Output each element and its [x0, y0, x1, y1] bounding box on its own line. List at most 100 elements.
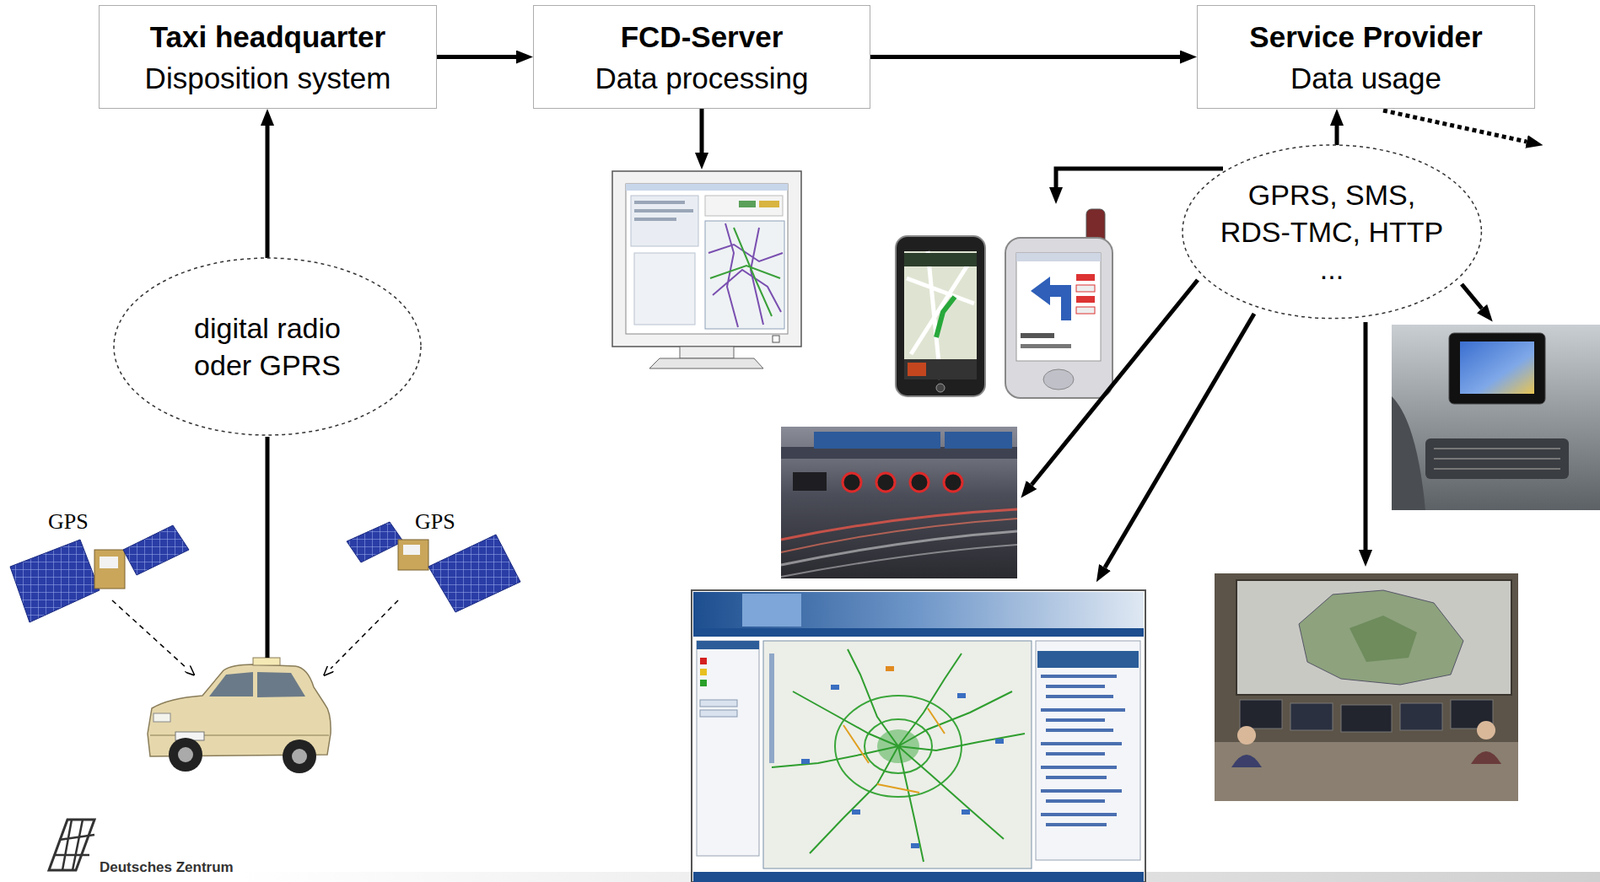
pda-illustration-part: [1020, 344, 1072, 349]
web-map-screenshot-part: [1040, 742, 1122, 746]
highway-photo-part: [792, 472, 827, 491]
web-map-screenshot-part: [1037, 651, 1139, 669]
process-box: Taxi headquarterDisposition system: [98, 5, 437, 109]
web-map-screenshot-part: [843, 708, 945, 793]
smartphone-illustration-part: [904, 253, 977, 267]
smartphone-illustration-part: [895, 236, 986, 397]
highway-photo: [781, 426, 1018, 579]
logo-text: Deutsches Zentrum: [99, 859, 234, 877]
taxi-illustration-part: [282, 739, 317, 774]
highway-photo-part: [813, 431, 941, 449]
highway-photo-part: [781, 447, 1018, 459]
monitor-illustration-part: [710, 227, 781, 317]
pda-illustration-part: [1076, 274, 1095, 281]
taxi-illustration: [147, 657, 331, 774]
control-room-photo: [1214, 573, 1519, 802]
satellite-illustration-part: [123, 525, 189, 576]
monitor-illustration-part: [612, 171, 802, 347]
car-dashboard-photo-part: [1449, 333, 1546, 405]
dlr-logo: [48, 819, 95, 871]
monitor-illustration-part: [759, 200, 780, 208]
web-map-screenshot-part: [742, 593, 802, 627]
ellipse-text: GPRS, SMS, RDS-TMC, HTTP: [1213, 176, 1450, 251]
web-map-screenshot: [691, 590, 1146, 882]
server-to-monitor-arrow: [700, 108, 705, 153]
web-map-screenshot-part: [1045, 728, 1114, 733]
monitor-illustration-part: [738, 200, 756, 208]
highway-photo-part: [842, 473, 862, 492]
monitor-illustration: [612, 171, 802, 369]
gps-signal-arrow: [330, 600, 399, 669]
channel-ellipse: digital radio oder GPRS: [112, 256, 423, 437]
satellite-illustration: [10, 525, 189, 623]
monitor-illustration-part: [772, 335, 780, 343]
gps-label: GPS: [48, 509, 89, 535]
web-map-screenshot-part: [700, 700, 738, 707]
highway-photo-part: [876, 473, 895, 492]
smartphone-illustration-part: [904, 359, 977, 380]
web-map-screenshot-part: [693, 872, 1144, 882]
web-map-screenshot-part: [995, 738, 1004, 744]
pda-illustration-part: [1016, 253, 1101, 262]
flow-arrow: [870, 54, 1180, 60]
satellite-illustration-part: [403, 544, 421, 555]
web-map-screenshot-part: [961, 809, 970, 815]
smartphone-illustration: [895, 236, 986, 397]
web-map-screenshot-part: [693, 592, 1144, 629]
web-map-screenshot-part: [700, 668, 707, 676]
web-map-screenshot-part: [1040, 674, 1117, 679]
pda-illustration-part: [1076, 296, 1095, 303]
box-text: Disposition system: [145, 57, 392, 99]
web-map-screenshot-part: [910, 843, 920, 849]
pda-illustration-part: [1005, 237, 1113, 399]
monitor-illustration-part: [634, 209, 694, 213]
web-map-screenshot-part: [957, 693, 966, 699]
monitor-illustration-part: [625, 183, 788, 335]
web-map-screenshot-part: [769, 653, 775, 764]
pda-illustration-part: [1076, 307, 1095, 314]
web-map-screenshot-part: [763, 641, 1032, 869]
control-room-photo-part: [1400, 703, 1443, 731]
footer-band: [236, 872, 1600, 882]
web-map-screenshot-part: [691, 590, 1146, 882]
control-room-photo-part: [1231, 754, 1262, 768]
flow-arrow: [265, 125, 270, 259]
web-map-screenshot-part: [693, 628, 1144, 637]
taxi-illustration-part: [291, 748, 308, 765]
channel-ellipse: GPRS, SMS, RDS-TMC, HTTP...: [1180, 143, 1483, 321]
monitor-illustration-part: [634, 200, 685, 205]
process-box: Service ProviderData usage: [1196, 5, 1536, 109]
ellipse-text: digital radio oder GPRS: [174, 309, 361, 384]
web-map-screenshot-part: [700, 679, 707, 687]
satellite-illustration: [346, 522, 521, 613]
control-room-photo-part: [1290, 703, 1333, 731]
web-map-screenshot-part: [801, 759, 810, 765]
web-map-screenshot-part: [1040, 813, 1117, 817]
control-room-photo-part: [1237, 726, 1256, 745]
distribution-arrow: [1055, 168, 1223, 188]
web-map-screenshot-part: [700, 710, 738, 717]
monitor-illustration-part: [630, 195, 699, 247]
web-map-screenshot-part: [771, 649, 1025, 862]
pda-illustration-part: [1043, 369, 1074, 390]
web-map-screenshot-part: [1045, 684, 1105, 689]
pda-illustration-part: [1030, 276, 1072, 321]
taxi-illustration-part: [257, 672, 306, 698]
smartphone-illustration-part: [904, 251, 977, 380]
control-room-photo-part: [1349, 615, 1417, 663]
box-text: Data processing: [595, 57, 809, 99]
monitor-illustration-part: [625, 183, 788, 191]
web-map-screenshot-part: [885, 666, 895, 672]
highway-photo-part: [781, 426, 1018, 579]
highway-photo-part: [781, 544, 1018, 577]
car-dashboard-photo-part: [1391, 396, 1426, 511]
monitor-illustration-part: [705, 195, 783, 216]
uplink-line: [265, 436, 270, 658]
monitor-illustration-part: [708, 223, 783, 328]
control-room-photo-part: [1239, 700, 1283, 729]
satellite-illustration-part: [346, 522, 404, 563]
web-map-screenshot-part: [1045, 718, 1105, 722]
web-map-screenshot-part: [851, 809, 861, 815]
